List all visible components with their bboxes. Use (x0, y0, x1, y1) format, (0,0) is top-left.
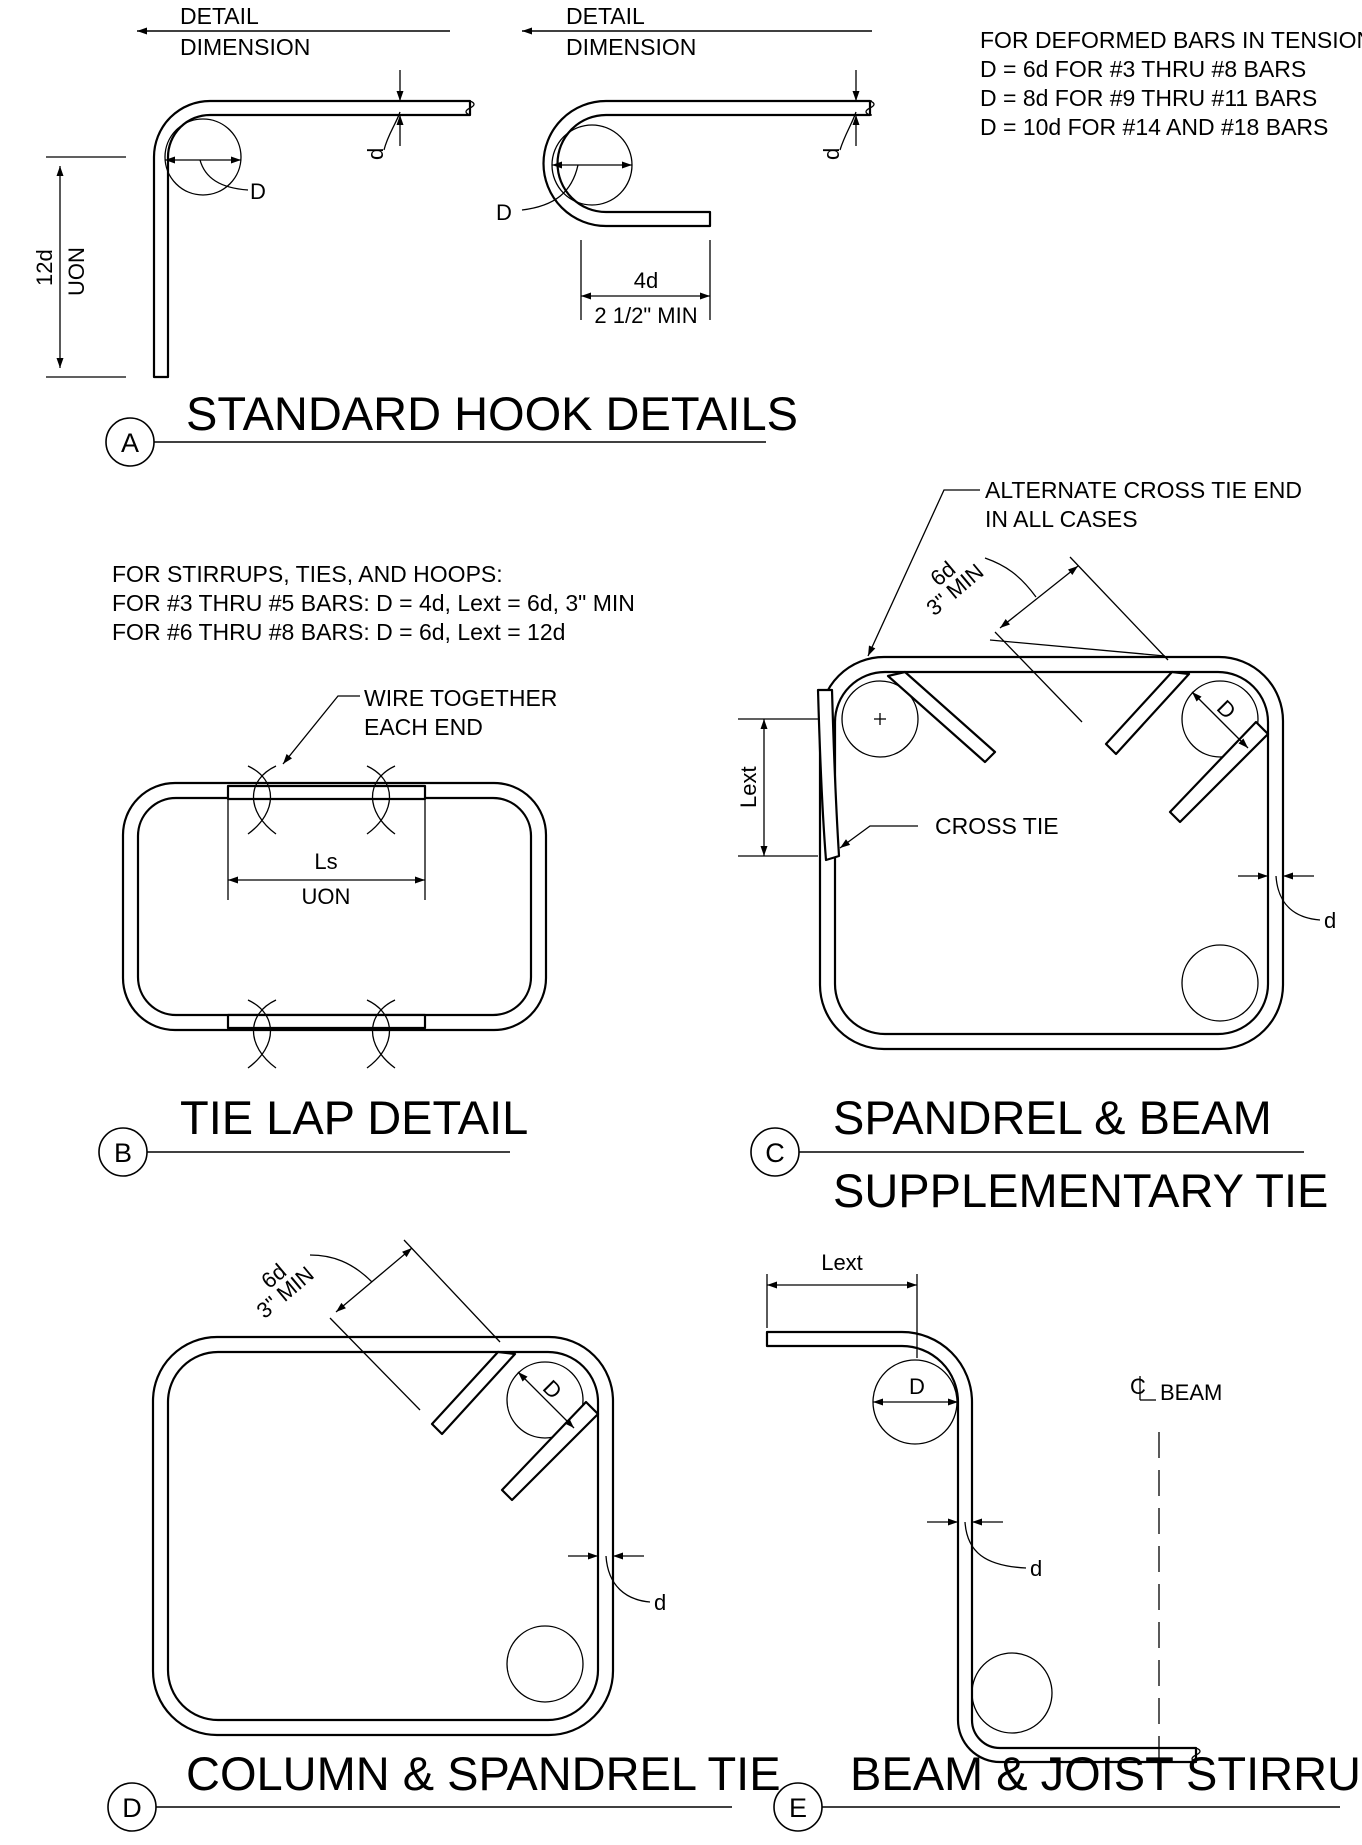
label-bar-d-e: d (1030, 1556, 1042, 1581)
ext-line-6d-c (1069, 556, 1169, 661)
label-12d: 12d (32, 249, 57, 286)
tie-d-inner (166, 1350, 600, 1722)
bubble-label-c: C (765, 1138, 785, 1168)
bubble-label-a: A (121, 428, 139, 458)
label-bar-d: d (363, 148, 388, 160)
bar-break-mark-2 (865, 100, 875, 116)
label-cl-beam: BEAM (1160, 1380, 1222, 1405)
d-leader-c (1275, 875, 1321, 921)
bubble-label-d: D (122, 1793, 142, 1823)
title-column-spandrel-tie: COLUMN & SPANDREL TIE (186, 1747, 781, 1800)
corner-bar-top-right (1181, 680, 1259, 758)
6d-dim-line (999, 565, 1079, 629)
wire-note-line2: EACH END (364, 714, 483, 740)
title-beam-joist-stirrup: BEAM & JOIST STIRRUP (850, 1747, 1362, 1800)
hook-90-bar (152, 99, 472, 379)
deformed-bars-note-1: D = 6d FOR #3 THRU #8 BARS (980, 56, 1306, 82)
hook-ext-left (886, 670, 997, 764)
label-bar-d-2: d (819, 148, 844, 160)
deformed-bars-note-title: FOR DEFORMED BARS IN TENSION: (980, 27, 1362, 53)
wire-note-line1: WIRE TOGETHER (364, 685, 557, 711)
alt-note-leader (867, 489, 980, 657)
bar-break-mark-e (1191, 1747, 1201, 1763)
deformed-bars-note-3: D = 10d FOR #14 AND #18 BARS (980, 114, 1328, 140)
detail-dimension-1-line1: DETAIL (180, 3, 259, 29)
label-4d: 4d (634, 268, 658, 293)
tie-c-inner (833, 670, 1270, 1036)
d-dim-c (1191, 691, 1249, 749)
6d-leader-d (309, 1254, 373, 1283)
ext-line-d-b (403, 1239, 501, 1343)
centerline-c-glyph: C (1130, 1374, 1146, 1399)
stirrups-note-2: FOR #6 THRU #8 BARS: D = 6d, Lext = 12d (112, 619, 565, 645)
detail-d-column-tie: 6d 3" MIN D d D COLUMN & SPANDREL TIE (107, 1239, 781, 1832)
label-bar-d-c: d (1324, 908, 1336, 933)
6d-dim-line-d (335, 1247, 413, 1313)
ext-line-6d-a (989, 639, 1166, 657)
label-cross-tie: CROSS TIE (935, 813, 1059, 839)
corner-bar-d-top (506, 1361, 584, 1439)
stirrups-note-1: FOR #3 THRU #5 BARS: D = 4d, Lext = 6d, … (112, 590, 635, 616)
label-ls-uon: UON (302, 884, 351, 909)
label-bend-d-2: D (496, 200, 512, 225)
d-dim-d (517, 1371, 575, 1429)
corner-bar-top-left (841, 680, 919, 758)
title-spandrel-beam: SPANDREL & BEAM (833, 1091, 1272, 1144)
alt-note-line2: IN ALL CASES (985, 506, 1138, 532)
detail-b-tie-lap: FOR STIRRUPS, TIES, AND HOOPS: FOR #3 TH… (98, 561, 635, 1177)
label-bar-d-d: d (654, 1590, 666, 1615)
label-uon: UON (64, 247, 89, 296)
detail-dimension-2-line1: DETAIL (566, 3, 645, 29)
wire-tie-3 (247, 999, 277, 1069)
detail-dimension-2-line2: DIMENSION (566, 34, 696, 60)
label-lext-c: Lext (736, 766, 761, 808)
detail-c-supplementary-tie: ALTERNATE CROSS TIE END IN ALL CASES CRO… (736, 477, 1336, 1217)
centerline-symbol: C (1130, 1374, 1156, 1401)
stirrups-note-title: FOR STIRRUPS, TIES, AND HOOPS: (112, 561, 503, 587)
hook-180-bar (542, 99, 872, 228)
label-ls: Ls (314, 849, 337, 874)
d-leader-d (605, 1555, 651, 1603)
label-2-1-2-min: 2 1/2" MIN (594, 303, 697, 328)
hook-ext-d-2 (500, 1400, 600, 1502)
top-lap-bar (226, 784, 427, 801)
title-tie-lap-detail: TIE LAP DETAIL (180, 1091, 528, 1144)
ext-line-6d-b (994, 631, 1083, 723)
bar-break-mark (465, 100, 475, 116)
cross-tie-leader (839, 825, 918, 849)
bubble-label-b: B (114, 1138, 132, 1168)
detail-a-standard-hook: DETAIL DIMENSION DETAIL DIMENSION FOR DE… (32, 3, 1362, 467)
hook-ext-d-1 (430, 1350, 517, 1436)
deformed-bars-note-2: D = 8d FOR #9 THRU #11 BARS (980, 85, 1317, 111)
label-bend-d: D (250, 179, 266, 204)
d-leader (199, 159, 249, 191)
detail-dimension-1-line2: DIMENSION (180, 34, 310, 60)
wire-leader (282, 695, 360, 765)
label-bend-d-e: D (909, 1374, 925, 1399)
wire-tie-4 (366, 999, 396, 1069)
thk-leader-2 (839, 111, 857, 151)
thk-leader (383, 111, 401, 151)
bend-circle-e-bottom (971, 1652, 1053, 1734)
bubble-label-e: E (789, 1793, 807, 1823)
6d-leader (984, 557, 1037, 598)
d-leader-2 (521, 164, 579, 211)
wire-tie-1 (247, 765, 277, 835)
hook-ext-center (1104, 670, 1191, 756)
title-standard-hook-details: STANDARD HOOK DETAILS (186, 387, 798, 440)
detail-e-beam-stirrup: D Lext d C BEAM E BEAM & JOIST STIRRUP (765, 1250, 1362, 1832)
corner-bar-d-bottom (506, 1625, 584, 1703)
corner-bar-bottom-right (1181, 944, 1259, 1022)
alt-note-line1: ALTERNATE CROSS TIE END (985, 477, 1302, 503)
label-lext-e: Lext (821, 1250, 863, 1275)
wire-tie-2 (366, 765, 396, 835)
title-supplementary-tie: SUPPLEMENTARY TIE (833, 1164, 1328, 1217)
d-leader-e (964, 1521, 1027, 1569)
ext-line-d-a (329, 1317, 421, 1411)
bend-diameter-circle (164, 118, 242, 196)
cross-tie-bar (816, 688, 841, 862)
